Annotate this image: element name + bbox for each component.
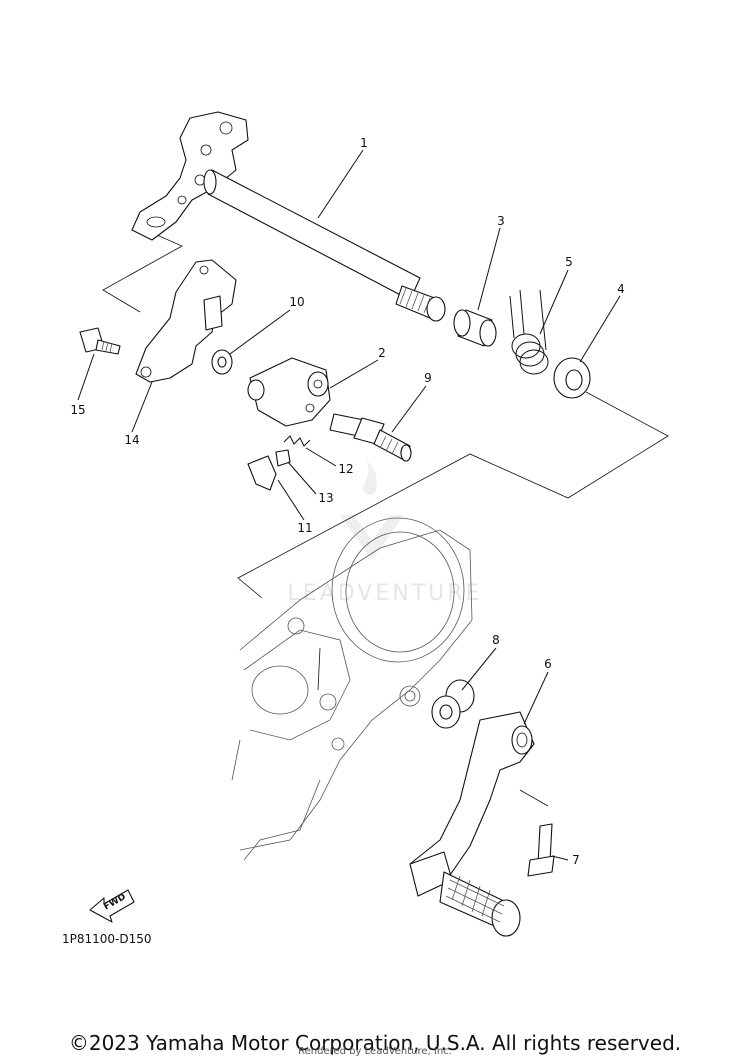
leader-lines — [77, 149, 621, 861]
callout-3: 3 — [497, 214, 505, 228]
rendered-by-notice: Rendered by LeadVenture, Inc. — [298, 1046, 452, 1057]
callout-11: 11 — [297, 521, 312, 535]
pedal-bolt[interactable] — [527, 823, 555, 877]
callout-1: 1 — [360, 136, 368, 150]
washer-10[interactable] — [211, 349, 233, 375]
spring-12[interactable] — [283, 435, 311, 447]
shift-arm[interactable] — [247, 357, 331, 427]
callout-14: 14 — [124, 433, 139, 447]
diagram-code: 1P81100-D150 — [62, 932, 152, 946]
callout-9: 9 — [424, 371, 432, 385]
callout-7: 7 — [572, 853, 580, 867]
watermark-text: LEADVENTURE — [288, 581, 483, 606]
assembly-outline — [102, 231, 669, 807]
pin-13[interactable] — [275, 449, 291, 467]
shift-shaft[interactable] — [131, 111, 446, 322]
bolt-15[interactable] — [79, 327, 121, 355]
callout-4: 4 — [617, 282, 625, 296]
stopper-bolt[interactable] — [329, 413, 412, 462]
shift-pedal[interactable] — [409, 711, 535, 937]
torsion-spring[interactable] — [509, 289, 549, 375]
callout-6: 6 — [544, 657, 552, 671]
callout-13: 13 — [318, 491, 333, 505]
stopper-11[interactable] — [247, 455, 277, 491]
callout-15: 15 — [70, 403, 85, 417]
callouts: 1 2 3 4 5 6 7 8 9 10 11 12 13 14 15 — [70, 136, 624, 867]
fwd-arrow-icon: FWD — [89, 889, 135, 923]
callout-8: 8 — [492, 633, 500, 647]
washer[interactable] — [553, 357, 591, 399]
oil-seal[interactable] — [431, 679, 475, 729]
callout-2: 2 — [378, 346, 386, 360]
collar[interactable] — [453, 309, 497, 347]
engine-case — [231, 517, 473, 861]
callout-5: 5 — [565, 255, 573, 269]
watermark: LEADVENTURE — [288, 460, 483, 606]
copyright-notice: ©2023 Yamaha Motor Corporation, U.S.A. A… — [68, 1031, 682, 1055]
callout-10: 10 — [289, 295, 304, 309]
callout-12: 12 — [338, 462, 353, 476]
shift-guide-plate[interactable] — [135, 259, 237, 383]
